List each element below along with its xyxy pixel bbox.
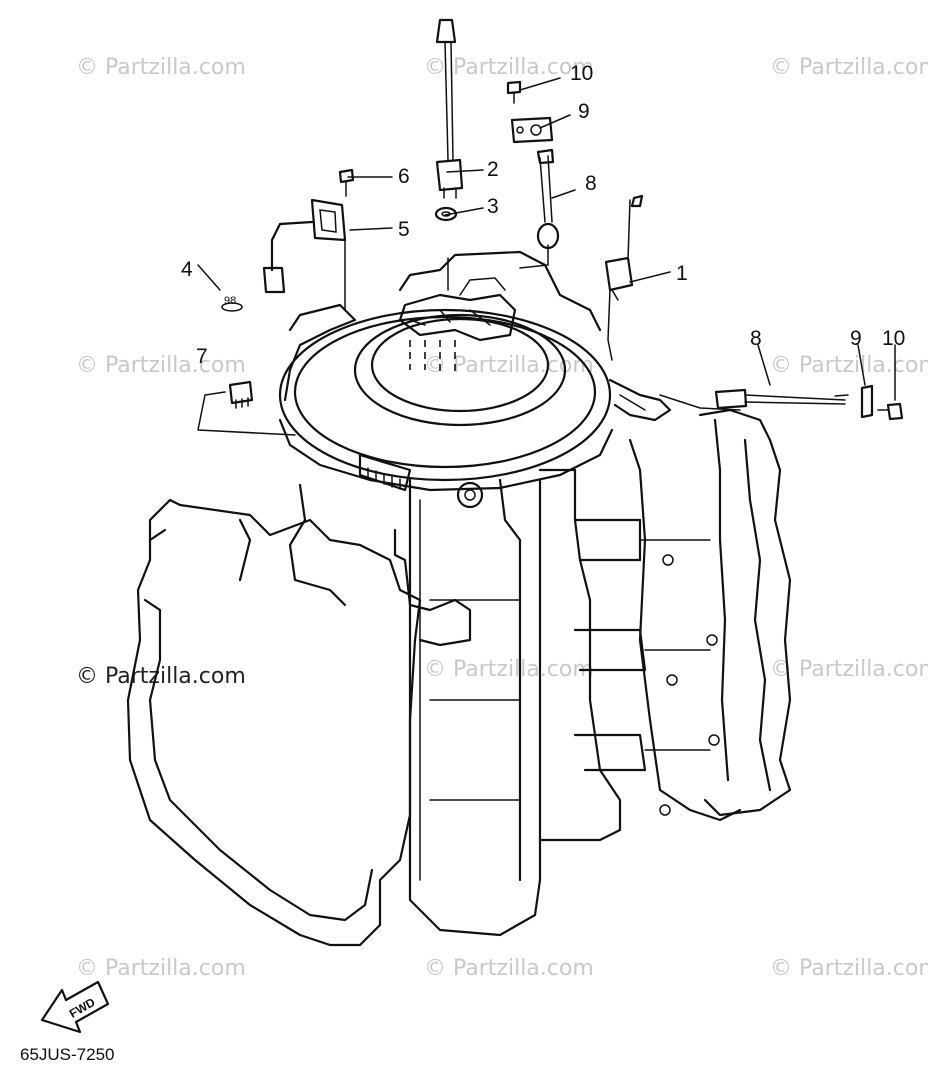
watermark: © Partzilla.com [770, 55, 928, 80]
callout-4: 4 [181, 258, 193, 281]
fwd-arrow-icon: FWD [40, 980, 110, 1034]
watermark: © Partzilla.com [76, 956, 246, 981]
leader-lines [197, 77, 896, 436]
watermark: © Partzilla.com [770, 657, 928, 682]
watermark-bold: © Partzilla.com [76, 664, 246, 689]
watermark: © Partzilla.com [424, 657, 594, 682]
callout-8-right: 8 [750, 327, 762, 350]
watermark-layer: © Partzilla.com © Partzilla.com © Partzi… [76, 55, 928, 981]
part-8-switch-top [536, 148, 560, 250]
callouts: 1 2 3 4 5 6 7 8 8 9 9 10 10 [181, 62, 905, 368]
part-7-connector [228, 380, 254, 409]
part-3-washer [434, 206, 458, 222]
callout-7: 7 [196, 345, 208, 368]
part-1-sensor [604, 194, 644, 301]
callout-5: 5 [398, 218, 410, 241]
part-8-switch-right [714, 388, 849, 410]
watermark: © Partzilla.com [76, 353, 246, 378]
watermark: © Partzilla.com [76, 55, 246, 80]
part-9-plate-top [510, 116, 554, 144]
callout-10-right: 10 [882, 327, 905, 350]
fwd-label: FWD [67, 995, 98, 1021]
engine-block [126, 250, 792, 947]
watermark: © Partzilla.com [770, 353, 928, 378]
callout-1: 1 [676, 262, 688, 285]
callout-3: 3 [487, 195, 499, 218]
callout-10-top: 10 [570, 62, 593, 85]
watermark: © Partzilla.com [424, 353, 594, 378]
diagram-code: 65JUS-7250 [20, 1045, 115, 1064]
callout-9-right: 9 [850, 327, 862, 350]
part-6-bolt [338, 168, 355, 197]
callout-9-top: 9 [578, 100, 590, 123]
watermark: © Partzilla.com [424, 956, 594, 981]
part-4-mark: 98 [224, 295, 236, 307]
part-5-sensor-bracket [262, 198, 347, 294]
watermark: © Partzilla.com [770, 956, 928, 981]
callout-8-top: 8 [585, 172, 597, 195]
part-9-plate-right [860, 384, 874, 419]
part-10-bolt-right [877, 402, 904, 421]
part-10-bolt-top [506, 80, 522, 104]
watermark: © Partzilla.com [424, 55, 594, 80]
callout-2: 2 [487, 158, 499, 181]
part-2-sensor [435, 18, 464, 199]
callout-6: 6 [398, 165, 410, 188]
part-4-clip: 98 [221, 295, 243, 312]
